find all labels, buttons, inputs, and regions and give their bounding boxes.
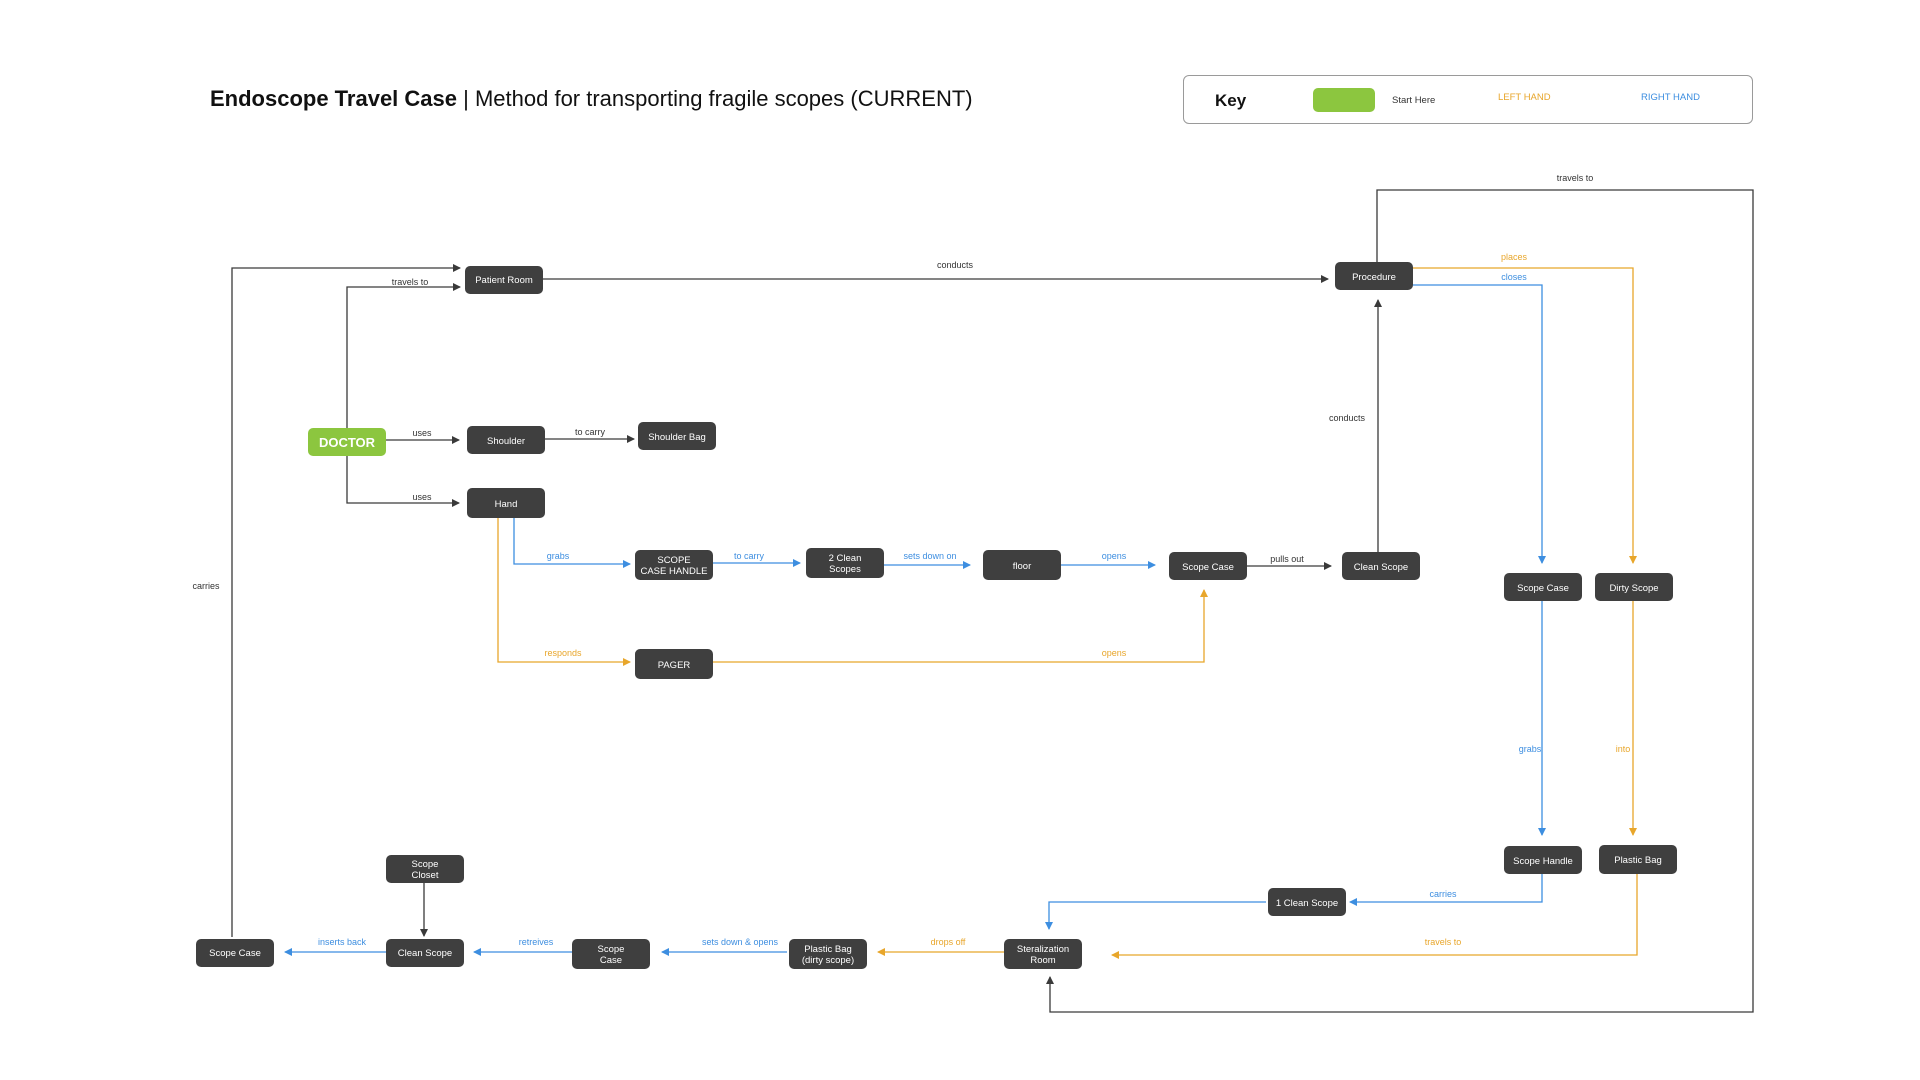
svg-text:Hand: Hand [495, 499, 518, 510]
node-hand[interactable]: Hand [467, 488, 545, 518]
svg-text:Steralization: Steralization [1017, 944, 1069, 955]
edge-label-travels-to-top: travels to [1557, 173, 1594, 183]
key-left-hand-label: LEFT HAND [1498, 92, 1551, 103]
node-scope-closet[interactable]: Scope Closet [386, 855, 464, 883]
key-start-here-label: Start Here [1392, 95, 1436, 106]
node-sterilization-room[interactable]: Steralization Room [1004, 939, 1082, 969]
key-right-hand-label: RIGHT HAND [1641, 92, 1700, 103]
edge-label-opens-blue: opens [1102, 551, 1127, 561]
key-start-swatch [1313, 88, 1375, 112]
svg-text:Shoulder: Shoulder [487, 436, 525, 447]
edge-label-to-carry-scopes: to carry [734, 551, 765, 561]
node-scope-case-right[interactable]: Scope Case [1504, 573, 1582, 601]
node-shoulder[interactable]: Shoulder [467, 426, 545, 454]
svg-text:Dirty Scope: Dirty Scope [1609, 583, 1658, 594]
edges [231, 189, 1754, 1013]
edge-label-pulls-out: pulls out [1270, 554, 1304, 564]
node-scope-case-mid[interactable]: Scope Case [1169, 552, 1247, 580]
edge-labels: travels to conducts travels to places cl… [192, 173, 1630, 947]
node-scope-case-handle[interactable]: SCOPE CASE HANDLE [635, 550, 713, 580]
svg-text:Patient Room: Patient Room [475, 275, 533, 286]
svg-text:Scope Case: Scope Case [1517, 583, 1569, 594]
node-scope-case-left[interactable]: Scope Case [196, 939, 274, 967]
title-bold: Endoscope Travel Case [210, 86, 457, 111]
svg-text:Room: Room [1030, 955, 1055, 966]
node-plastic-bag-dirty[interactable]: Plastic Bag (dirty scope) [789, 939, 867, 969]
svg-text:Scope: Scope [412, 859, 439, 870]
edge-label-grabs-handle: grabs [547, 551, 570, 561]
node-pager[interactable]: PAGER [635, 649, 713, 679]
svg-text:Clean Scope: Clean Scope [398, 948, 452, 959]
edge-label-travels-to-bottom: travels to [1425, 937, 1462, 947]
edge-label-uses-hand: uses [412, 492, 432, 502]
node-plastic-bag-right[interactable]: Plastic Bag [1599, 845, 1677, 874]
svg-text:Closet: Closet [412, 870, 439, 881]
edge-label-opens-orange: opens [1102, 648, 1127, 658]
svg-text:(dirty scope): (dirty scope) [802, 955, 854, 966]
svg-text:Scope Case: Scope Case [209, 948, 261, 959]
svg-text:Scope Handle: Scope Handle [1513, 856, 1573, 867]
node-shoulder-bag[interactable]: Shoulder Bag [638, 422, 716, 450]
node-patient-room[interactable]: Patient Room [465, 266, 543, 294]
node-one-clean-scope[interactable]: 1 Clean Scope [1268, 888, 1346, 916]
svg-text:CASE HANDLE: CASE HANDLE [640, 566, 707, 577]
edge-label-to-carry-bag: to carry [575, 427, 606, 437]
svg-text:Scopes: Scopes [829, 564, 861, 575]
svg-text:floor: floor [1013, 561, 1031, 572]
edge-label-grabs-right: grabs [1519, 744, 1542, 754]
edge-label-places: places [1501, 252, 1528, 262]
edge-label-closes: closes [1501, 272, 1527, 282]
edge-label-uses-shoulder: uses [412, 428, 432, 438]
node-scope-case-bottom[interactable]: Scope Case [572, 939, 650, 969]
svg-text:SCOPE: SCOPE [657, 555, 690, 566]
svg-text:Procedure: Procedure [1352, 272, 1396, 283]
svg-text:Case: Case [600, 955, 622, 966]
edge-label-carries-left: carries [192, 581, 220, 591]
edge-label-into: into [1616, 744, 1631, 754]
node-clean-scope-bottom[interactable]: Clean Scope [386, 939, 464, 967]
svg-text:Plastic Bag: Plastic Bag [1614, 855, 1662, 866]
edge-label-carries-right: carries [1429, 889, 1457, 899]
node-two-clean-scopes[interactable]: 2 Clean Scopes [806, 548, 884, 578]
key-legend-box [1183, 75, 1753, 124]
svg-text:DOCTOR: DOCTOR [319, 435, 376, 450]
node-clean-scope-mid[interactable]: Clean Scope [1342, 552, 1420, 580]
edge-label-responds: responds [544, 648, 582, 658]
nodes: DOCTOR Patient Room Procedure Shoulder S… [196, 262, 1677, 969]
svg-text:Plastic Bag: Plastic Bag [804, 944, 852, 955]
svg-text:Scope: Scope [598, 944, 625, 955]
node-procedure[interactable]: Procedure [1335, 262, 1413, 290]
title-rest: Method for transporting fragile scopes (… [474, 86, 973, 111]
edge-label-travels-to-patient: travels to [392, 277, 429, 287]
title-separator: | [463, 86, 469, 111]
svg-text:1 Clean Scope: 1 Clean Scope [1276, 898, 1338, 909]
edge-label-conducts-top: conducts [937, 260, 974, 270]
node-scope-handle[interactable]: Scope Handle [1504, 846, 1582, 874]
edge-label-sets-down-on: sets down on [903, 551, 956, 561]
svg-text:Scope Case: Scope Case [1182, 562, 1234, 573]
edge-label-retreives: retreives [519, 937, 554, 947]
svg-text:PAGER: PAGER [658, 660, 691, 671]
edge-label-sets-down-opens: sets down & opens [702, 937, 779, 947]
svg-text:Clean Scope: Clean Scope [1354, 562, 1408, 573]
node-doctor[interactable]: DOCTOR [308, 428, 386, 456]
key-label: Key [1215, 91, 1247, 110]
node-dirty-scope[interactable]: Dirty Scope [1595, 573, 1673, 601]
edge-label-inserts-back: inserts back [318, 937, 367, 947]
svg-text:2 Clean: 2 Clean [829, 553, 862, 564]
svg-text:Shoulder Bag: Shoulder Bag [648, 432, 706, 443]
edge-label-drops-off: drops off [931, 937, 966, 947]
edge-label-conducts-side: conducts [1329, 413, 1366, 423]
node-floor[interactable]: floor [983, 550, 1061, 580]
page-title: Endoscope Travel Case | Method for trans… [210, 86, 973, 112]
